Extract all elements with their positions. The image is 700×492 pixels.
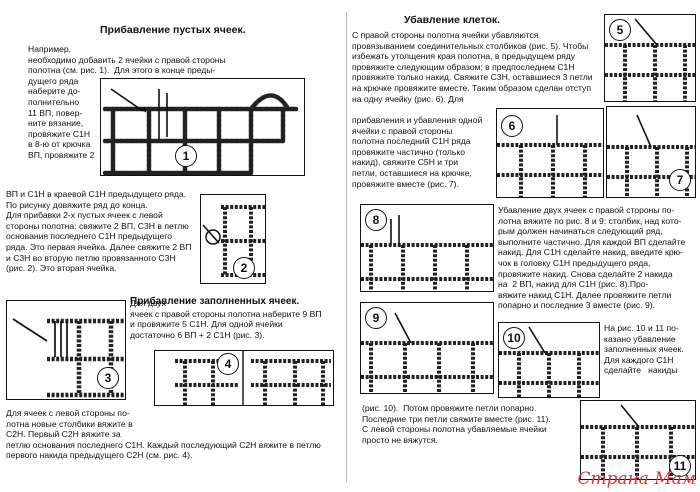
figure-10-number: 10 (503, 327, 525, 349)
figure-6-number: 6 (501, 115, 523, 137)
figure-5: 5 (604, 14, 696, 102)
figure-8-number: 8 (365, 209, 387, 231)
figure-4-number: 4 (217, 353, 239, 375)
figure-2: 2 (200, 194, 266, 284)
figure-1-number: 1 (175, 145, 197, 167)
left-paragraph-4: Для ячеек с левой стороны по- лотна новы… (6, 408, 321, 461)
right-heading-decrease: Убавление клеток. (404, 14, 501, 26)
figure-5-number: 5 (609, 19, 631, 41)
right-paragraph-1: С правой стороны полотна ячейки убавляют… (352, 30, 593, 104)
figure-11: 11 (580, 400, 696, 480)
figure-1: 1 (100, 78, 305, 176)
figure-9-number: 9 (365, 307, 387, 329)
figure-9: 9 (360, 302, 494, 394)
figure-10: 10 (498, 322, 600, 398)
figure-11-number: 11 (669, 455, 691, 477)
left-paragraph-1: Например, необходимо добавить 2 ячейки с… (28, 44, 226, 160)
left-paragraph-2: ВП и С1Н в краевой С1Н предыдущего ряда.… (6, 189, 192, 274)
right-paragraph-5: (рис. 10). Потом провяжите петли попарно… (362, 403, 551, 445)
figure-7: 7 (606, 106, 696, 198)
figure-8: 8 (360, 204, 494, 292)
right-paragraph-4: На рис. 10 и 11 по- казано убавление зап… (604, 323, 684, 376)
figure-7-number: 7 (669, 169, 691, 191)
figure-4: 4 (154, 350, 334, 406)
right-paragraph-2: прибавления и убавления одной ячейки с п… (352, 115, 483, 189)
left-paragraph-3: Для двух ячеек с правой стороны полотна … (130, 298, 322, 340)
left-heading-add-filled: Прибавление заполненных ячеек. (130, 296, 300, 307)
figure-3: 3 (6, 300, 126, 400)
left-heading-add-empty: Прибавление пустых ячеек. (100, 24, 246, 36)
site-watermark: Страна Мам (577, 469, 696, 489)
figure-3-number: 3 (97, 367, 119, 389)
column-divider (346, 12, 347, 482)
figure-6: 6 (496, 108, 604, 198)
right-paragraph-3: Убавление двух ячеек с правой стороны по… (498, 205, 686, 311)
figure-2-number: 2 (233, 257, 255, 279)
